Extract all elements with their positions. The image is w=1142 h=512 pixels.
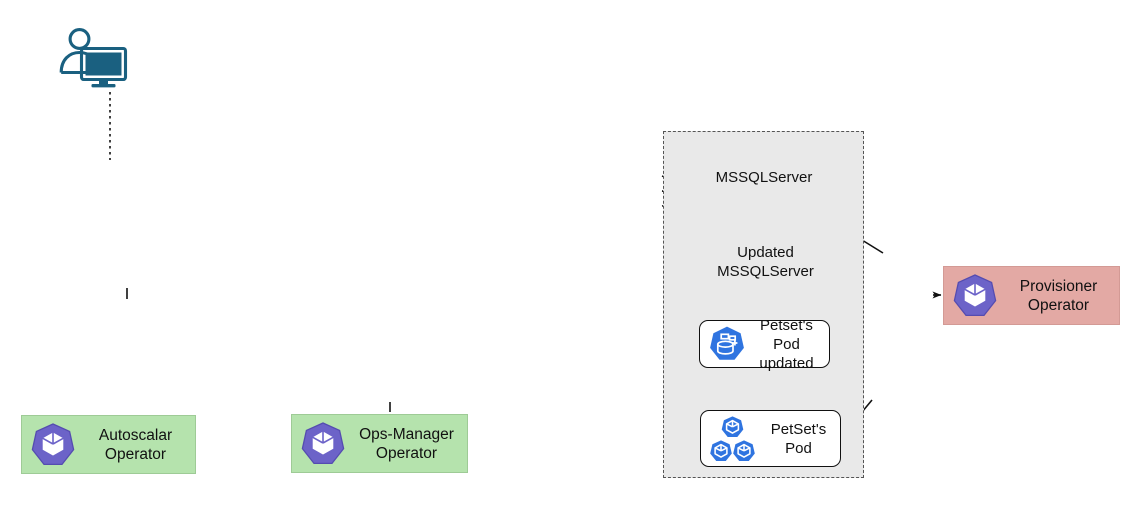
pod-cubes-icon [710,415,755,461]
ops-manager-operator-node[interactable]: Ops-Manager Operator [291,414,468,473]
operator-cube-icon [31,422,75,465]
operator-cube-icon [953,273,997,316]
autoscalar-operator-label: Autoscalar Operator [98,426,173,463]
user-at-computer-actor [58,28,128,90]
updated-mssqlserver-label: Updated MSSQLServer [717,244,814,280]
petsets-pod-box[interactable]: PetSet's Pod [700,410,841,467]
ops-manager-operator-label: Ops-Manager Operator [359,425,454,462]
provisioner-operator-node[interactable]: Provisioner Operator [943,266,1120,325]
autoscalar-operator-node[interactable]: Autoscalar Operator [21,415,196,474]
petsets-pod-label: PetSet's Pod [770,420,827,457]
pod-updated-icon [710,326,744,360]
petsets-pod-updated-label: Petset's Pod updated [759,316,814,372]
user-monitor-icon [59,28,128,88]
mssqlserver-label: MSSQLServer [715,169,813,186]
petsets-pod-updated-box[interactable]: Petset's Pod updated [699,317,830,372]
operator-cube-icon [301,421,345,464]
provisioner-operator-label: Provisioner Operator [1019,277,1098,314]
